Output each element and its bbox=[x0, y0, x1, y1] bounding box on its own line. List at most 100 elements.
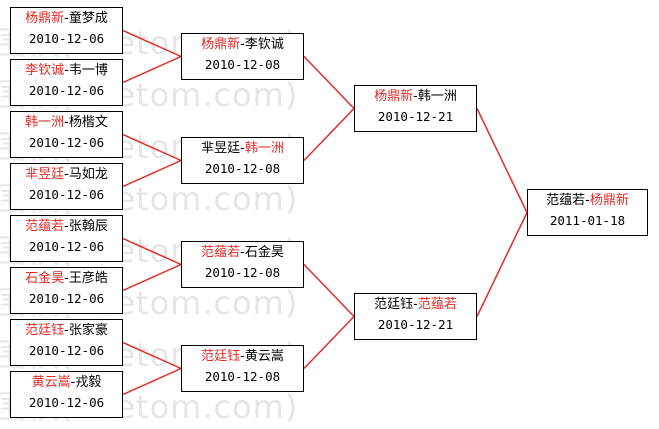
player-separator: - bbox=[240, 245, 245, 260]
player-one-name: 范蕴若 bbox=[201, 245, 241, 260]
match-date: 2010-12-06 bbox=[28, 83, 105, 98]
match-players: 石金昊-王彦皓 bbox=[11, 268, 122, 289]
match-players: 芈昱廷-韩一洲 bbox=[182, 138, 303, 159]
player-two-name: 韦一博 bbox=[68, 63, 108, 78]
player-two-name: 范蕴若 bbox=[417, 297, 457, 312]
player-one-name: 范廷钰 bbox=[374, 297, 414, 312]
match-players: 范廷钰-黄云嵩 bbox=[182, 346, 303, 367]
round1-match-box[interactable]: 范廷钰-张家豪 2010-12-06 bbox=[10, 319, 123, 366]
connector-line bbox=[476, 212, 528, 317]
match-players: 韩一洲-杨楷文 bbox=[11, 112, 122, 133]
match-date: 2010-12-06 bbox=[28, 135, 105, 150]
player-one-name: 范蕴若 bbox=[546, 193, 586, 208]
match-date: 2010-12-08 bbox=[204, 161, 281, 176]
match-date: 2010-12-06 bbox=[28, 343, 105, 358]
player-one-name: 韩一洲 bbox=[25, 115, 65, 130]
connector-line bbox=[122, 29, 182, 58]
match-date: 2010-12-21 bbox=[377, 317, 454, 332]
connector-line bbox=[122, 237, 182, 266]
player-one-name: 杨鼎新 bbox=[201, 37, 241, 52]
connector-line bbox=[122, 133, 182, 162]
match-date: 2010-12-08 bbox=[204, 265, 281, 280]
match-players: 杨鼎新-童梦成 bbox=[11, 8, 122, 29]
match-date: 2010-12-21 bbox=[377, 109, 454, 124]
player-one-name: 芈昱廷 bbox=[25, 167, 65, 182]
player-two-name: 韩一洲 bbox=[417, 89, 457, 104]
match-players: 范蕴若-石金昊 bbox=[182, 242, 303, 263]
player-two-name: 杨楷文 bbox=[68, 115, 108, 130]
match-date: 2010-12-08 bbox=[204, 57, 281, 72]
match-date: 2010-12-08 bbox=[204, 369, 281, 384]
round1-match-box[interactable]: 李钦诚-韦一博 2010-12-06 bbox=[10, 59, 123, 106]
player-one-name: 杨鼎新 bbox=[374, 89, 414, 104]
round1-match-box[interactable]: 范蕴若-张翰辰 2010-12-06 bbox=[10, 215, 123, 262]
player-one-name: 芈昱廷 bbox=[201, 141, 241, 156]
match-players: 杨鼎新-李钦诚 bbox=[182, 34, 303, 55]
match-date: 2011-01-18 bbox=[549, 213, 626, 228]
round2-match-box[interactable]: 范蕴若-石金昊 2010-12-08 bbox=[181, 241, 304, 288]
player-separator: - bbox=[64, 63, 69, 78]
player-separator: - bbox=[64, 11, 69, 26]
connector-line bbox=[303, 263, 355, 318]
round3-match-box[interactable]: 杨鼎新-韩一洲 2010-12-21 bbox=[354, 85, 477, 132]
match-players: 李钦诚-韦一博 bbox=[11, 60, 122, 81]
match-players: 范廷钰-张家豪 bbox=[11, 320, 122, 341]
player-one-name: 范蕴若 bbox=[25, 219, 65, 234]
player-separator: - bbox=[64, 115, 69, 130]
round1-match-box[interactable]: 韩一洲-杨楷文 2010-12-06 bbox=[10, 111, 123, 158]
player-two-name: 李钦诚 bbox=[244, 37, 284, 52]
player-separator: - bbox=[64, 167, 69, 182]
round2-match-box[interactable]: 芈昱廷-韩一洲 2010-12-08 bbox=[181, 137, 304, 184]
connector-line bbox=[122, 367, 182, 396]
connector-line bbox=[122, 263, 182, 292]
player-two-name: 戎毅 bbox=[75, 375, 102, 390]
player-two-name: 马如龙 bbox=[68, 167, 108, 182]
connector-line bbox=[303, 55, 355, 110]
player-two-name: 杨鼎新 bbox=[589, 193, 629, 208]
round3-match-box[interactable]: 范廷钰-范蕴若 2010-12-21 bbox=[354, 293, 477, 340]
player-one-name: 杨鼎新 bbox=[25, 11, 65, 26]
player-separator: - bbox=[64, 271, 69, 286]
match-players: 杨鼎新-韩一洲 bbox=[355, 86, 476, 107]
final-match-box[interactable]: 范蕴若-杨鼎新 2011-01-18 bbox=[527, 189, 648, 236]
round1-match-box[interactable]: 芈昱廷-马如龙 2010-12-06 bbox=[10, 163, 123, 210]
connector-line bbox=[122, 159, 182, 188]
match-date: 2010-12-06 bbox=[28, 239, 105, 254]
player-separator: - bbox=[64, 219, 69, 234]
player-separator: - bbox=[64, 323, 69, 338]
connector-line bbox=[476, 108, 528, 213]
player-two-name: 张翰辰 bbox=[68, 219, 108, 234]
connector-line bbox=[303, 107, 355, 162]
player-two-name: 张家豪 bbox=[68, 323, 108, 338]
match-players: 范蕴若-杨鼎新 bbox=[528, 190, 647, 211]
player-two-name: 韩一洲 bbox=[244, 141, 284, 156]
connector-line bbox=[122, 341, 182, 370]
round2-match-box[interactable]: 范廷钰-黄云嵩 2010-12-08 bbox=[181, 345, 304, 392]
player-two-name: 童梦成 bbox=[68, 11, 108, 26]
player-two-name: 石金昊 bbox=[244, 245, 284, 260]
player-separator: - bbox=[240, 349, 245, 364]
match-players: 范廷钰-范蕴若 bbox=[355, 294, 476, 315]
connector-line bbox=[303, 315, 355, 370]
match-players: 范蕴若-张翰辰 bbox=[11, 216, 122, 237]
match-date: 2010-12-06 bbox=[28, 187, 105, 202]
match-players: 黄云嵩-戎毅 bbox=[11, 372, 122, 393]
player-separator: - bbox=[413, 89, 418, 104]
player-separator: - bbox=[70, 375, 76, 390]
player-two-name: 王彦皓 bbox=[68, 271, 108, 286]
match-players: 芈昱廷-马如龙 bbox=[11, 164, 122, 185]
player-one-name: 李钦诚 bbox=[25, 63, 65, 78]
round2-match-box[interactable]: 杨鼎新-李钦诚 2010-12-08 bbox=[181, 33, 304, 80]
player-separator: - bbox=[585, 193, 590, 208]
match-date: 2010-12-06 bbox=[28, 395, 105, 410]
player-one-name: 黄云嵩 bbox=[31, 375, 71, 390]
player-separator: - bbox=[240, 141, 245, 156]
round1-match-box[interactable]: 黄云嵩-戎毅 2010-12-06 bbox=[10, 371, 123, 418]
connector-line bbox=[122, 55, 182, 84]
player-separator: - bbox=[413, 297, 418, 312]
player-separator: - bbox=[240, 37, 245, 52]
